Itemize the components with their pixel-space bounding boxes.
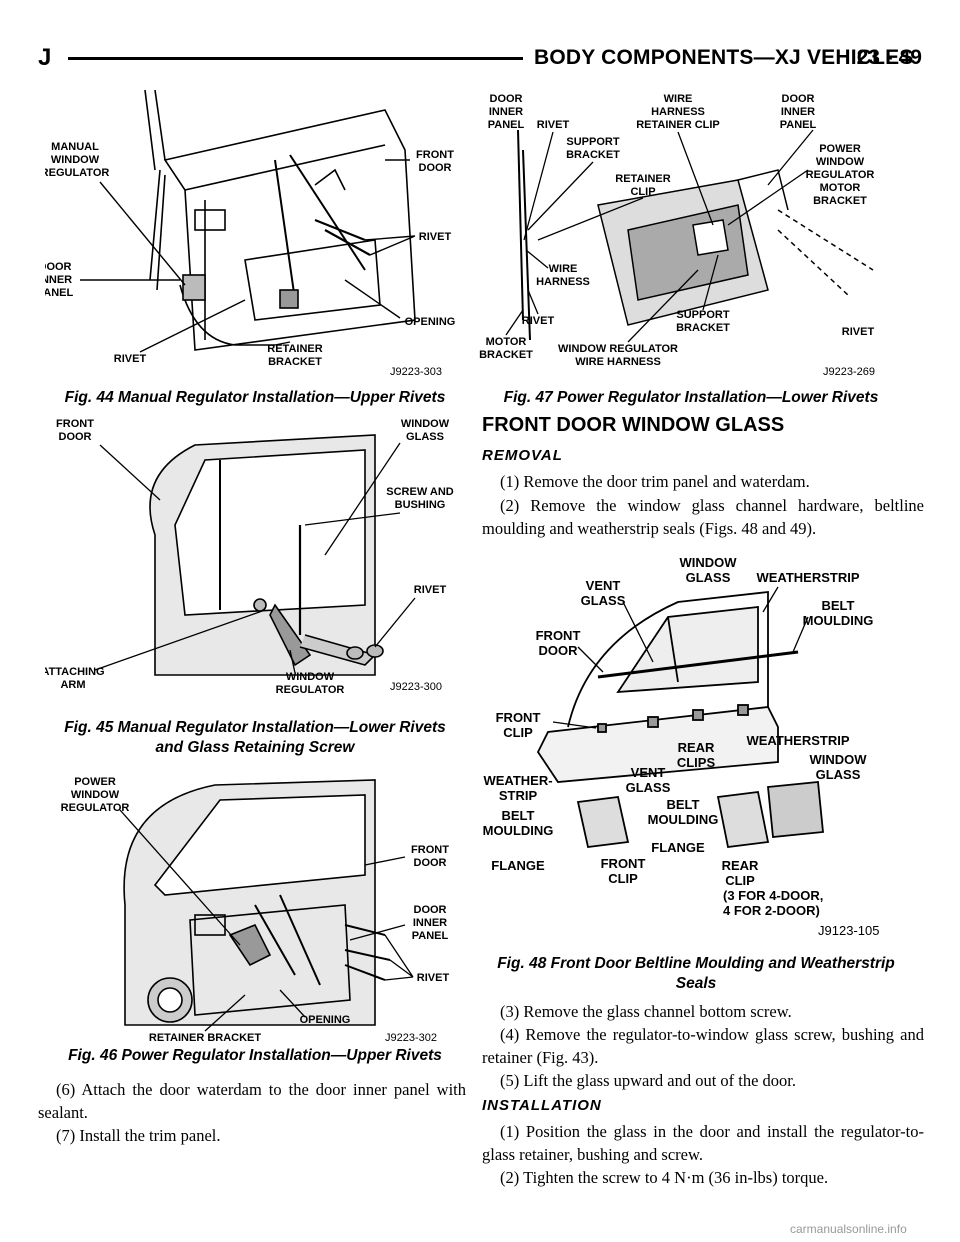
left-step-7: (7) Install the trim panel. — [56, 1126, 221, 1145]
label-weather-strip: WEATHER-STRIP — [483, 773, 552, 803]
fig45-caption: Fig. 45 Manual Regulator Installation—Lo… — [40, 718, 470, 758]
label-rivet: RIVET — [414, 584, 447, 596]
label-rivet-bottom: RIVET — [114, 353, 147, 365]
page-header: J BODY COMPONENTS—XJ VEHICLES 23 - 49 — [38, 44, 922, 74]
removal-step-4: (4) Remove the regulator-to-window glass… — [482, 1025, 924, 1067]
fig45-code: J9223-300 — [390, 681, 442, 693]
page-number: 23 - 49 — [856, 46, 922, 69]
fig48-code: J9123-105 — [818, 923, 879, 938]
fig44-caption: Fig. 44 Manual Regulator Installation—Up… — [64, 389, 446, 406]
header-rule — [68, 57, 523, 60]
fig48-caption: Fig. 48 Front Door Beltline Moulding and… — [476, 954, 916, 994]
fig46-code: J9223-302 — [385, 1032, 437, 1044]
installation-step-2: (2) Tighten the screw to 4 N·m (36 in-lb… — [500, 1168, 829, 1187]
fig46-caption: Fig. 46 Power Regulator Installation—Upp… — [68, 1047, 442, 1064]
fig47-caption: Fig. 47 Power Regulator Installation—Low… — [503, 389, 879, 406]
label-rivet: RIVET — [417, 972, 450, 984]
watermark: carmanualsonline.info — [790, 1222, 907, 1236]
fig48-caption-line2: Seals — [675, 975, 717, 992]
label-opening: OPENING — [300, 1014, 351, 1026]
fig44-code: J9223-303 — [390, 366, 442, 378]
label-rivet-mid: RIVET — [522, 315, 555, 327]
left-step-6: (6) Attach the door waterdam to the door… — [38, 1080, 466, 1122]
label-flange-left: FLANGE — [491, 858, 545, 873]
fig47-code: J9223-269 — [823, 366, 875, 378]
label-flange-mid: FLANGE — [651, 840, 705, 855]
removal-step-1: (1) Remove the door trim panel and water… — [500, 472, 810, 491]
removal-step-3: (3) Remove the glass channel bottom scre… — [500, 1002, 792, 1021]
label-rivet-right: RIVET — [842, 326, 875, 338]
fig45-caption-line2: and Glass Retaining Screw — [155, 739, 355, 756]
label-weatherstrip-mid: WEATHERSTRIP — [746, 733, 849, 748]
removal-step-5: (5) Lift the glass upward and out of the… — [500, 1071, 797, 1090]
removal-heading: REMOVAL — [482, 447, 563, 464]
installation-step-1: (1) Position the glass in the door and i… — [482, 1122, 924, 1164]
label-weatherstrip-top: WEATHERSTRIP — [756, 570, 859, 585]
installation-heading: INSTALLATION — [482, 1097, 602, 1114]
label-rivet-top: RIVET — [537, 119, 570, 131]
fig45-caption-line1: Fig. 45 Manual Regulator Installation—Lo… — [64, 719, 446, 736]
fig48-caption-line1: Fig. 48 Front Door Beltline Moulding and… — [497, 955, 895, 972]
chapter-letter: J — [38, 44, 52, 71]
removal-step-2: (2) Remove the window glass channel hard… — [482, 496, 924, 538]
label-rear-clip-note: (3 FOR 4-DOOR,4 FOR 2-DOOR) — [723, 888, 823, 918]
label-retainer-bracket: RETAINER BRACKET — [149, 1032, 262, 1044]
label-rivet-right: RIVET — [419, 231, 452, 243]
section-heading: FRONT DOOR WINDOW GLASS — [482, 414, 785, 436]
section-title: BODY COMPONENTS—XJ VEHICLES — [534, 46, 914, 69]
label-opening: OPENING — [405, 316, 456, 328]
